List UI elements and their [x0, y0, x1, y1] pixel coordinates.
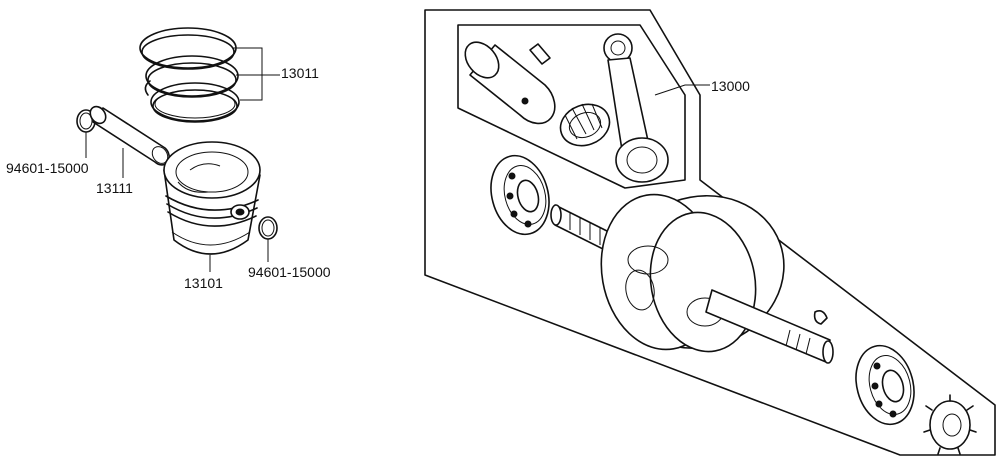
label-conrod-kit: 13000 — [711, 78, 750, 94]
piston-rings — [139, 27, 240, 123]
circlip-right — [258, 216, 278, 262]
cotter-pin-small — [529, 43, 551, 65]
leader-13000 — [654, 84, 710, 96]
crankshaft-group-frame — [424, 9, 996, 456]
small-end-pin — [464, 41, 556, 125]
label-piston: 13101 — [184, 275, 223, 291]
label-piston-rings: 13011 — [281, 65, 319, 81]
label-piston-pin: 13111 — [96, 180, 133, 196]
label-circlip-left: 94601-15000 — [6, 160, 89, 176]
leader-13011 — [232, 47, 280, 101]
piston — [163, 141, 261, 272]
timing-sprocket — [923, 394, 977, 455]
woodruff-key — [813, 310, 828, 325]
ball-bearing-right — [855, 344, 915, 426]
crankshaft-right-shaft — [705, 289, 834, 364]
ball-bearing-left — [490, 154, 550, 236]
needle-bearing — [559, 103, 611, 147]
connecting-rod — [603, 33, 669, 183]
crankshaft-flywheels — [600, 193, 785, 353]
label-circlip-right: 94601-15000 — [248, 264, 331, 280]
